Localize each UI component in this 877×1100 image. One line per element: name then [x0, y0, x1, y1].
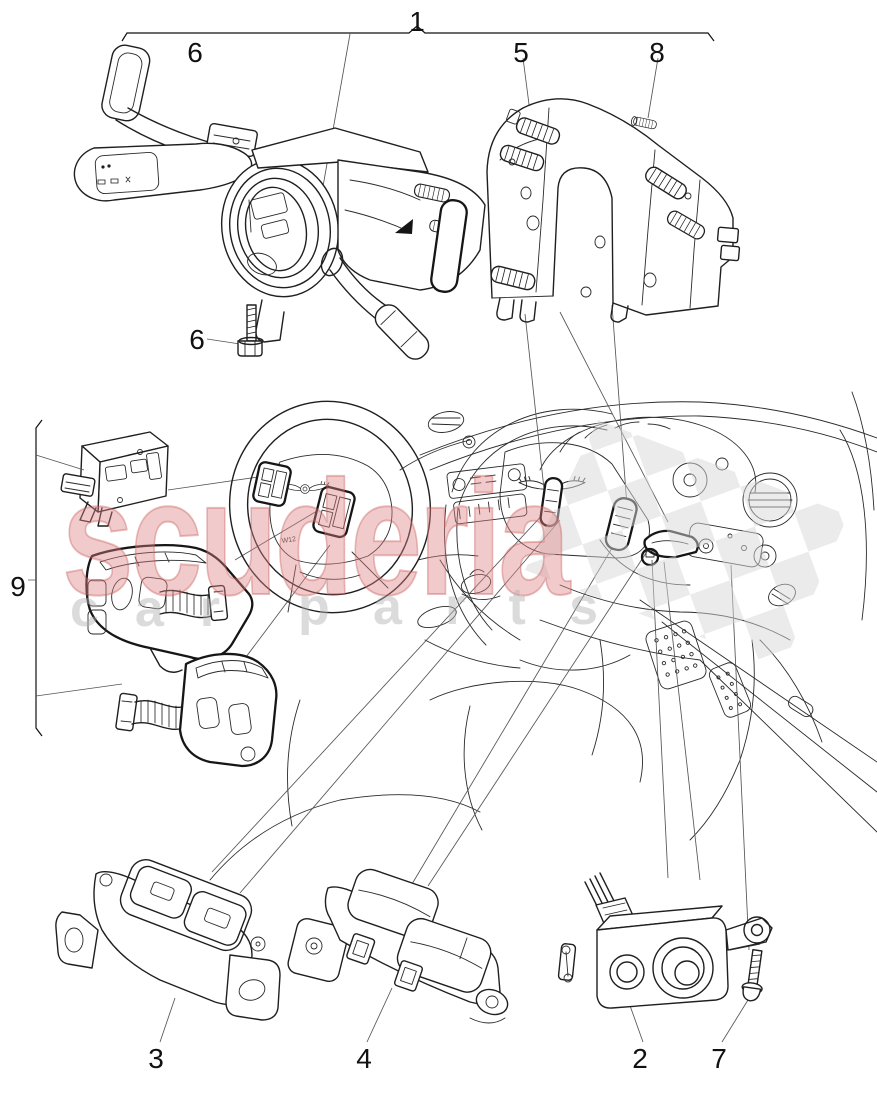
callout-5: 5	[513, 37, 529, 68]
callout-7: 7	[711, 1043, 727, 1074]
wheel-right-switch	[312, 485, 356, 539]
right-paddle	[430, 199, 468, 293]
part7-screw	[741, 949, 763, 1002]
seat-and-door-lines	[209, 599, 877, 881]
part5-mounting-bracket	[486, 98, 741, 323]
wheel-badge: W12	[281, 536, 296, 545]
watermark-sub-right: p a r t s	[298, 578, 598, 636]
part6-hex-bolt	[237, 304, 264, 357]
control-module	[60, 431, 169, 527]
part2-light-switch	[557, 872, 773, 1009]
direction-arrow-icon	[395, 219, 413, 234]
callout-6-bolt: 6	[189, 324, 205, 355]
callout-bracket-1	[121, 25, 715, 42]
part4-switch-panel	[287, 868, 509, 1024]
watermark-brand: scuderia	[62, 446, 571, 629]
part3-switch-panel	[55, 859, 281, 1021]
stalk-symbols-icon	[97, 164, 131, 185]
part8-grub-screw	[630, 116, 658, 130]
checker-flag-watermark	[525, 420, 848, 668]
callout-4: 4	[356, 1043, 372, 1074]
callout-2: 2	[632, 1043, 648, 1074]
callout-1: 1	[409, 6, 425, 37]
callout-6-top: 6	[187, 37, 203, 68]
steering-wheel-illustration: W12	[228, 400, 432, 614]
left-pod-ribbon-cable	[159, 584, 229, 622]
right-switch-pod	[178, 652, 278, 768]
turn-signal-stalk	[73, 142, 253, 202]
clock-spring-ring	[220, 158, 340, 343]
callout-8: 8	[649, 37, 665, 68]
part1-column-switch-assembly	[73, 44, 486, 360]
wheel-left-switch	[252, 461, 292, 507]
callout-labels: 1 6 5 8 6 9 3 4 2 7	[10, 6, 727, 1074]
callout-9: 9	[10, 571, 26, 602]
watermark: scuderia c a r p a r t s	[61, 420, 848, 668]
callout-bracket-9	[28, 419, 123, 737]
center-console	[417, 463, 528, 669]
callout-3: 3	[148, 1043, 164, 1074]
right-pod-ribbon-cable	[115, 692, 189, 732]
part9-controls-group	[60, 431, 278, 768]
shift-paddle	[101, 44, 151, 122]
left-dash-vent	[427, 411, 476, 449]
wiper-stalk	[320, 247, 430, 360]
left-switch-pod	[85, 544, 254, 673]
